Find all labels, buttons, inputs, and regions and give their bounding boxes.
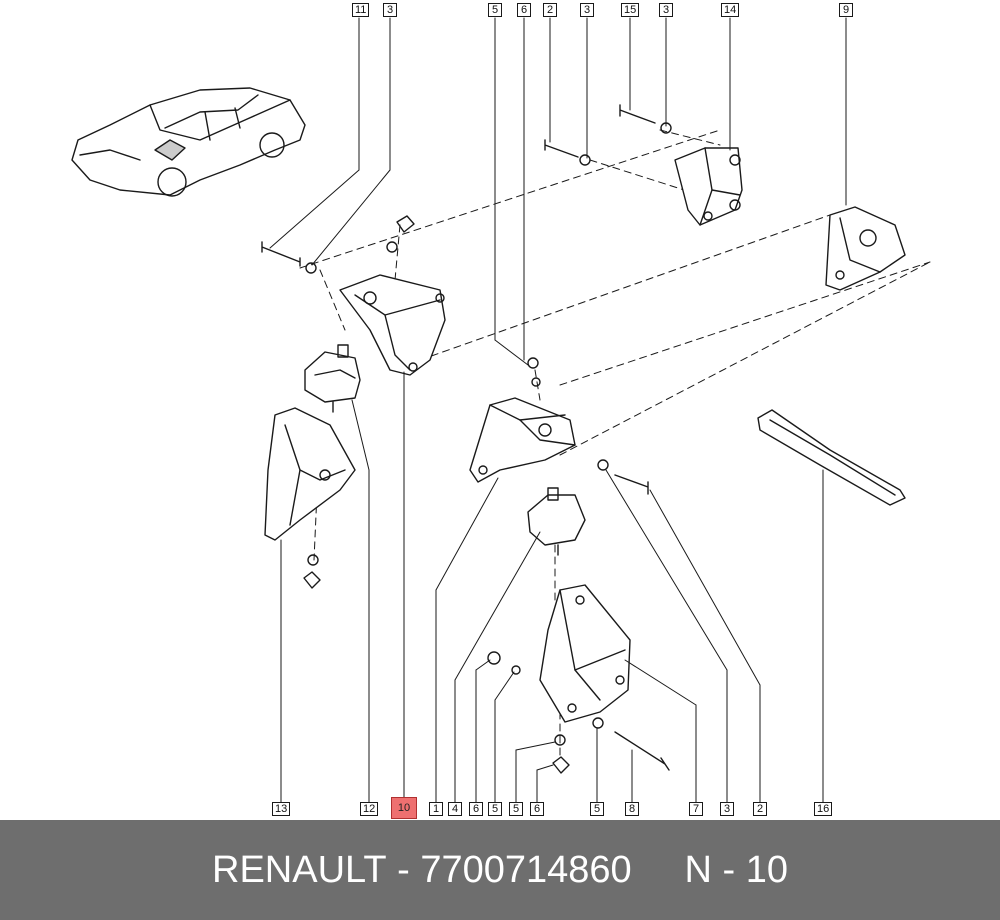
torque-rod bbox=[757, 409, 906, 506]
brand-name: RENAULT bbox=[212, 848, 387, 891]
left-rubber-mount bbox=[304, 344, 361, 413]
engine-mount-exploded-diagram bbox=[71, 17, 931, 803]
callout-5[interactable]: 5 bbox=[590, 802, 604, 816]
center-rubber-mount bbox=[527, 487, 586, 556]
callout-6[interactable]: 6 bbox=[469, 802, 483, 816]
callout-3[interactable]: 3 bbox=[580, 3, 594, 17]
vehicle-location-illustration bbox=[71, 87, 306, 197]
callout-9[interactable]: 9 bbox=[839, 3, 853, 17]
callout-3[interactable]: 3 bbox=[720, 802, 734, 816]
callout-6[interactable]: 6 bbox=[517, 3, 531, 17]
callout-2[interactable]: 2 bbox=[753, 802, 767, 816]
center-hardware bbox=[487, 459, 670, 774]
callout-10-highlighted[interactable]: 10 bbox=[391, 797, 417, 819]
part-number: 7700714860 bbox=[420, 848, 632, 891]
left-hardware bbox=[261, 215, 415, 589]
right-upper-bracket bbox=[544, 104, 743, 226]
right-rear-bracket bbox=[825, 206, 906, 291]
assembly-guide-lines bbox=[299, 129, 931, 761]
callout-4[interactable]: 4 bbox=[448, 802, 462, 816]
left-lower-bracket bbox=[264, 407, 356, 541]
callout-2[interactable]: 2 bbox=[543, 3, 557, 17]
left-upper-bracket bbox=[339, 274, 446, 376]
callout-12[interactable]: 12 bbox=[360, 802, 379, 816]
part-number-footer: RENAULT - 7700714860 N - 10 bbox=[0, 820, 1000, 920]
callout-13[interactable]: 13 bbox=[272, 802, 291, 816]
callout-8[interactable]: 8 bbox=[625, 802, 639, 816]
callout-leader-lines bbox=[269, 17, 847, 803]
callout-5[interactable]: 5 bbox=[488, 802, 502, 816]
callout-6[interactable]: 6 bbox=[530, 802, 544, 816]
diagram-reference: N - 10 bbox=[684, 848, 788, 891]
callout-5[interactable]: 5 bbox=[509, 802, 523, 816]
callout-14[interactable]: 14 bbox=[721, 3, 740, 17]
center-lower-bracket bbox=[539, 584, 631, 723]
callout-3[interactable]: 3 bbox=[383, 3, 397, 17]
callout-11[interactable]: 11 bbox=[352, 3, 370, 17]
center-upper-bracket bbox=[469, 357, 576, 483]
callout-3[interactable]: 3 bbox=[659, 3, 673, 17]
callout-1[interactable]: 1 bbox=[429, 802, 443, 816]
callout-7[interactable]: 7 bbox=[689, 802, 703, 816]
footer-spacer bbox=[632, 849, 685, 892]
brand-separator: - bbox=[386, 848, 421, 891]
callout-16[interactable]: 16 bbox=[814, 802, 833, 816]
callout-15[interactable]: 15 bbox=[621, 3, 640, 17]
callout-5[interactable]: 5 bbox=[488, 3, 502, 17]
